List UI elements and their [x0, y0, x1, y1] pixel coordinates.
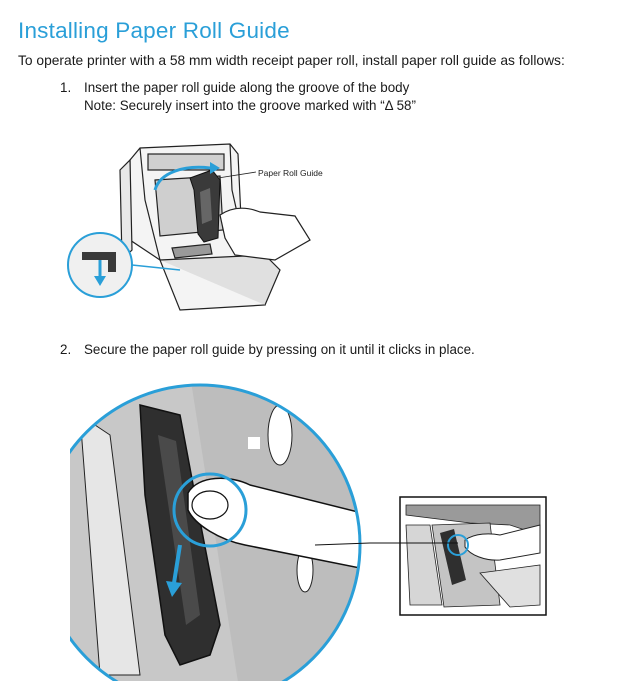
figure-secure-guide [70, 383, 547, 681]
insert-arrowhead-icon [210, 162, 220, 174]
callout-leader [217, 171, 257, 179]
step-1-number: 1. [60, 80, 72, 95]
insert-arrow-icon [153, 165, 211, 191]
callout-paper-roll-guide: Paper Roll Guide [258, 168, 323, 178]
step-1: 1. Insert the paper roll guide along the… [60, 80, 480, 120]
connector-line [314, 542, 458, 546]
magnified-view [70, 385, 360, 681]
inset-overview [399, 496, 547, 616]
page-title: Installing Paper Roll Guide [18, 18, 290, 43]
zoom-detail-circle [67, 232, 181, 298]
step-2-number: 2. [60, 342, 72, 357]
step-2-text: Secure the paper roll guide by pressing … [84, 342, 475, 357]
intro-text: To operate printer with a 58 mm width re… [18, 53, 565, 68]
figure-insert-guide [67, 143, 311, 311]
hand-illustration [219, 207, 311, 261]
magnifier-ring [70, 383, 362, 681]
step-1-text: Insert the paper roll guide along the gr… [84, 80, 410, 95]
step-2: 2. Secure the paper roll guide by pressi… [60, 342, 520, 362]
step-1-note: Note: Securely insert into the groove ma… [84, 98, 416, 113]
